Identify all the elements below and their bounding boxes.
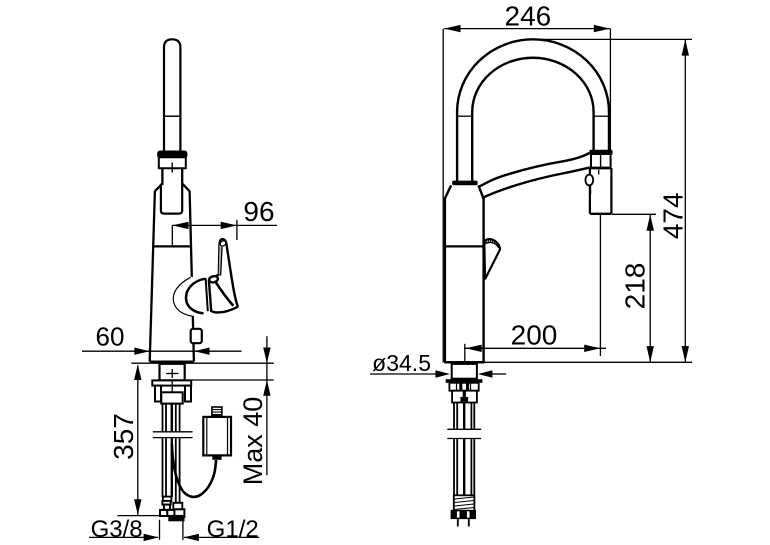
svg-text:G3/8: G3/8	[91, 516, 143, 543]
svg-text:Max 40: Max 40	[238, 397, 268, 486]
svg-text:218: 218	[620, 263, 651, 310]
svg-text:357: 357	[108, 413, 139, 460]
svg-text:G1/2: G1/2	[207, 516, 259, 543]
svg-text:246: 246	[505, 1, 552, 32]
svg-text:200: 200	[511, 319, 558, 350]
svg-text:474: 474	[658, 192, 689, 239]
svg-text:96: 96	[243, 196, 274, 227]
svg-text:ø34.5: ø34.5	[372, 350, 431, 376]
svg-text:60: 60	[96, 322, 125, 352]
